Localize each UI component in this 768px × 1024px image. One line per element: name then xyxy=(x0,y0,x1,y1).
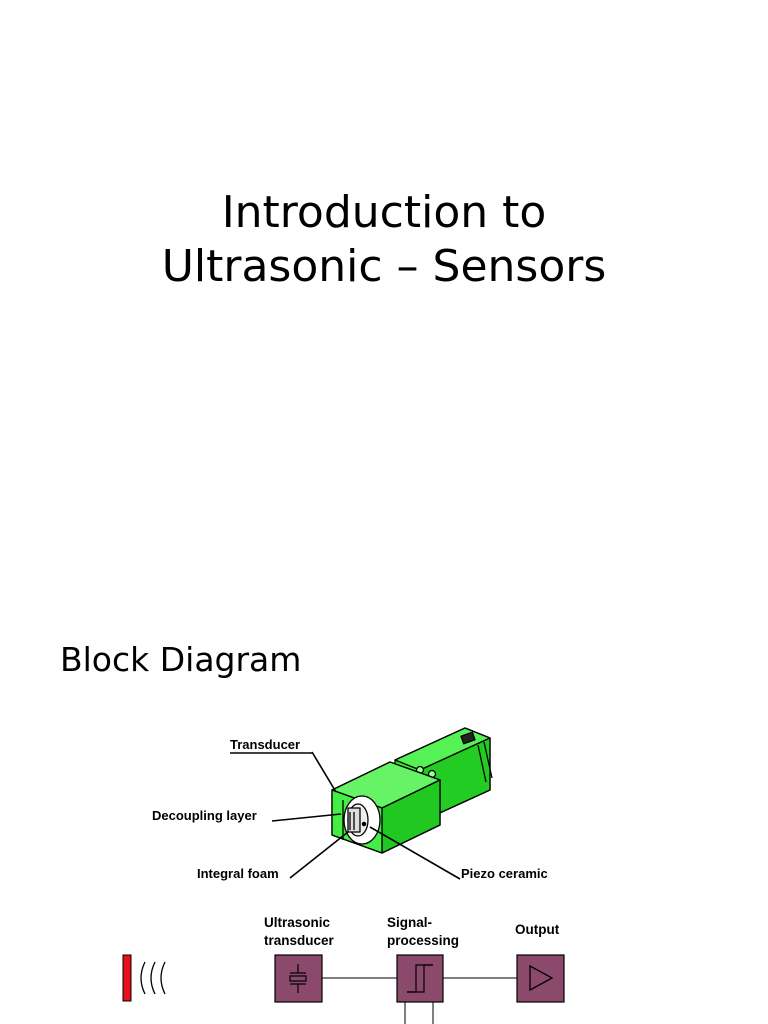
output-block xyxy=(516,954,565,1003)
transducer-block xyxy=(274,954,323,1003)
label-piezo-ceramic: Piezo ceramic xyxy=(461,866,548,881)
page-title: Introduction to Ultrasonic – Sensors xyxy=(0,186,768,294)
wave-arcs-icon xyxy=(140,961,166,995)
emitter-bar xyxy=(122,954,132,1002)
label-signal-line1: Signal- xyxy=(387,915,433,930)
crystal-symbol-icon xyxy=(289,964,307,993)
section-heading: Block Diagram xyxy=(60,640,302,679)
label-integral-foam: Integral foam xyxy=(197,866,279,881)
label-output: Output xyxy=(515,922,560,937)
signal-processing-block xyxy=(396,954,444,1003)
ultrasonic-sensor-illustration xyxy=(331,727,493,854)
title-line-2: Ultrasonic – Sensors xyxy=(161,241,607,292)
label-signal-processing: Signal- processing xyxy=(387,914,459,950)
label-transducer: Transducer xyxy=(230,737,301,752)
label-leader-lines xyxy=(230,751,461,880)
hysteresis-icon xyxy=(407,964,433,993)
label-signal-line2: processing xyxy=(387,933,460,948)
label-ultrasonic-transducer: Ultrasonic transducer xyxy=(264,914,334,950)
title-line-1: Introduction to xyxy=(221,187,547,238)
label-ultrasonic-line1: Ultrasonic xyxy=(264,915,331,930)
label-decoupling-layer: Decoupling layer xyxy=(152,808,257,823)
label-ultrasonic-line2: transducer xyxy=(264,933,334,948)
block-connectors xyxy=(322,977,517,1024)
amplifier-triangle-icon xyxy=(529,964,554,992)
